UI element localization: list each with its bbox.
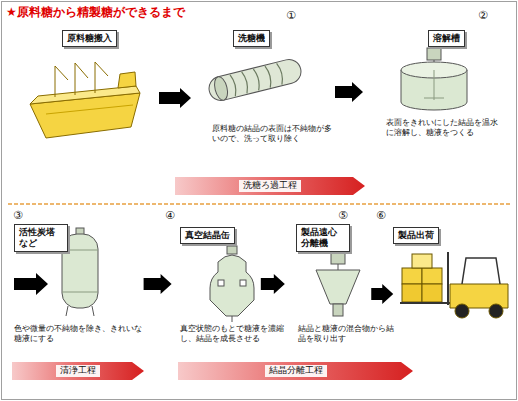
callout-number: ① xyxy=(286,9,296,23)
step-box: 活性炭塔など xyxy=(14,224,68,252)
band-label: 洗糖ろ過工程 xyxy=(239,180,301,192)
band-shape xyxy=(175,177,365,195)
flow-arrow xyxy=(371,284,393,304)
process-band: 清浄工程 xyxy=(12,362,144,380)
inflow-arrow xyxy=(14,273,48,295)
step-description: 原料糖の結晶の表面は不純物が多いので、洗って取り除く xyxy=(212,124,334,144)
step-box: 真空結晶缶 xyxy=(180,227,235,244)
step-name: 製品出荷 xyxy=(398,230,434,241)
flow-arrow xyxy=(159,88,191,108)
step-description: 真空状態のもとで糖液を濃縮し、結晶を成長させる xyxy=(180,324,290,344)
process-band: 結晶分離工程 xyxy=(178,362,413,380)
ship-illustration xyxy=(30,62,140,138)
callout-number: ⑤ xyxy=(338,209,348,223)
step-name: 溶解槽 xyxy=(433,33,460,44)
band-shape xyxy=(178,362,413,380)
flow-arrow xyxy=(144,274,172,294)
callout-number: ⑥ xyxy=(376,209,386,223)
band-shape xyxy=(12,362,144,380)
vacuum-pan-illustration xyxy=(210,246,254,322)
step-description: 結晶と糖液の混合物から結晶を取り出す xyxy=(298,324,398,344)
dissolver-illustration xyxy=(401,48,467,110)
step-name: 洗糖機 xyxy=(238,33,265,44)
step-name: 製品遠心分離機 xyxy=(301,227,345,249)
step-description: 表面をきれいにした結晶を温水に溶解し、糖液をつくる xyxy=(386,118,498,138)
step-box: 溶解槽 xyxy=(428,30,465,47)
flow-arrow xyxy=(261,274,285,294)
forklift-illustration xyxy=(400,252,508,318)
band-label: 清浄工程 xyxy=(56,365,100,377)
step-box: 原料糖搬入 xyxy=(62,30,117,47)
step-name: 真空結晶缶 xyxy=(185,230,230,241)
callout-number: ② xyxy=(478,9,488,23)
step-box: 製品遠心分離機 xyxy=(296,224,350,252)
band-label: 結晶分離工程 xyxy=(265,365,327,377)
diagram-title: ★原料糖から精製糖ができるまで xyxy=(6,4,185,21)
callout-number: ④ xyxy=(165,209,175,223)
callout-number: ③ xyxy=(13,209,23,223)
step-box: 製品出荷 xyxy=(393,227,439,244)
centrifuge-illustration xyxy=(316,252,360,316)
separator xyxy=(8,203,510,205)
flow-arrow xyxy=(335,82,363,102)
step-box: 洗糖機 xyxy=(233,30,270,47)
washer-illustration xyxy=(206,57,303,103)
process-band: 洗糖ろ過工程 xyxy=(175,177,365,195)
step-name: 活性炭塔など xyxy=(19,227,63,249)
step-description: 色や微量の不純物を除き、きれいな糖液にする xyxy=(14,324,142,344)
step-name: 原料糖搬入 xyxy=(67,33,112,44)
